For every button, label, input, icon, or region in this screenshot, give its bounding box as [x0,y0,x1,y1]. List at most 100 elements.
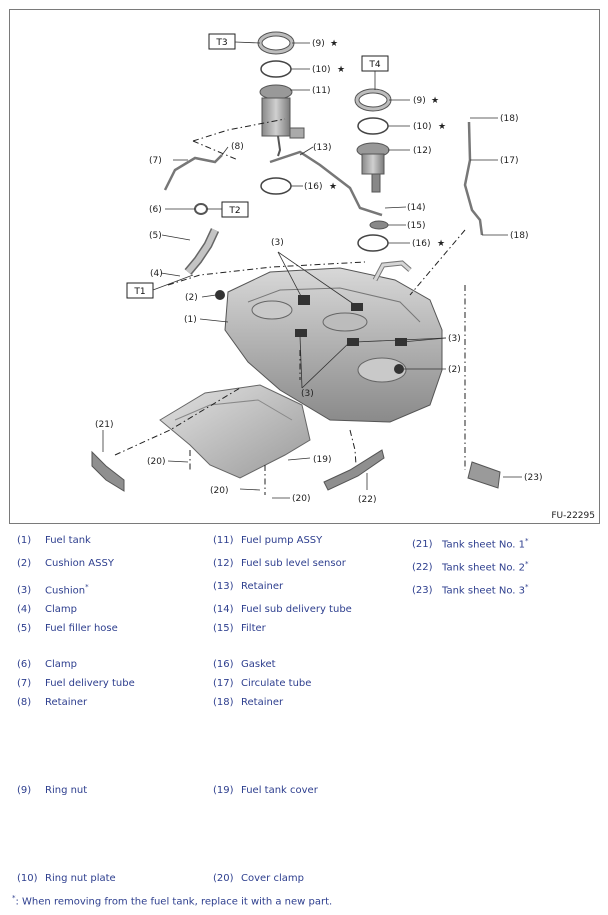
legend-item: (21) Tank sheet No. 1* [412,537,528,550]
callout-20: (20) [292,494,310,504]
legend-number: (20) [213,873,234,884]
legend-item: (6) Clamp [17,659,77,670]
legend-part-name: Fuel tank cover [241,785,318,796]
legend-part-name: Fuel filler hose [45,623,118,634]
legend-item: (12)Fuel sub level sensor [213,558,346,569]
legend-number: (8) [17,697,32,708]
legend-number: (18) [213,697,234,708]
callout-21: (21) [95,420,113,430]
legend-part-name: Clamp [45,659,77,670]
legend-part-name: Tank sheet No. 1 [442,539,525,551]
replace-mark: * [524,560,529,568]
legend-item: (22)Tank sheet No. 2* [412,560,528,573]
fuel-tank-drawing [215,260,443,423]
legend-item: (4)Clamp [17,604,77,615]
star-mark: ★ [438,122,446,132]
callout-9: (9) [312,39,325,49]
legend-item: (9) Ring nut [17,785,87,796]
replace-mark: * [524,537,529,545]
legend-number: (7) [17,678,32,689]
legend-part-name: Retainer [241,697,284,708]
ring-nut-plate-t4 [357,117,389,135]
legend-number: (13) [213,581,234,592]
leader-lines [102,42,522,499]
tank-sheet-2-drawing [323,449,385,491]
clamp-t2-drawing [194,203,208,215]
legend-item: (7)Fuel delivery tube [17,678,135,689]
legend-part-name: Cover clamp [241,873,304,884]
legend-number: (6) [17,659,32,670]
legend-item: (18) Retainer [213,697,283,708]
callout-19: (19) [313,455,331,465]
callout-1: (1) [184,315,197,325]
fuel-sub-level-sensor-drawing [356,142,390,193]
legend-part-name: Fuel pump ASSY [241,535,323,546]
svg-text:T1: T1 [133,287,145,297]
callout-3: (3) [448,334,461,344]
legend-number: (9) [17,785,32,796]
tbox-t1: T1 [126,282,154,299]
callout-7: (7) [149,156,162,166]
callout-17: (17) [500,156,518,166]
legend-part-name: Gasket [241,659,276,670]
legend-part-name: Tank sheet No. 3 [442,585,525,597]
star-mark: ★ [437,239,445,249]
callout-10: (10) [413,122,431,132]
callout-20: (20) [210,486,228,496]
callout-2: (2) [448,365,461,375]
legend-number: (21) [412,539,433,551]
callout-9: (9) [413,96,426,106]
legend-part-name: Filter [241,623,266,634]
callout-23: (23) [524,473,542,483]
fuel-delivery-tube-drawing [163,154,223,191]
callout-12: (12) [413,146,431,156]
star-mark: ★ [337,65,345,75]
legend-item: (23)Tank sheet No. 3* [412,583,528,596]
svg-text:T4: T4 [368,60,380,70]
legend-part-name: Retainer [45,697,88,708]
tbox-t3: T3 [208,33,236,50]
legend-number: (3) [17,585,32,597]
legend-item: (2)Cushion ASSY [17,558,114,569]
callout-3: (3) [301,389,314,399]
callout-20: (20) [147,457,165,467]
legend-number: (22) [412,562,433,574]
legend-number: (14) [213,604,234,615]
legend-number: (4) [17,604,32,615]
legend-item: (5) Fuel filler hose [17,623,118,634]
legend-number: (19) [213,785,234,796]
legend-item: (17)Circulate tube [213,678,311,689]
callout-11: (11) [312,86,330,96]
callout-4: (4) [150,269,163,279]
legend-item: (11)Fuel pump ASSY [213,535,322,546]
callout-labels: (9) ★ (10) ★ (11) (13) (16) ★ (9) ★ (10)… [95,39,542,505]
replace-mark: * [524,583,529,591]
legend-part-name: Fuel sub delivery tube [241,604,352,615]
fuel-tank-cover-drawing [159,384,311,479]
ring-nut-t3 [257,31,295,55]
legend-number: (15) [213,623,234,634]
tank-sheet-3-drawing [467,461,501,489]
fuel-sub-delivery-tube-drawing [269,150,383,217]
star-mark: ★ [330,39,338,49]
legend-part-name: Fuel sub level sensor [241,558,346,569]
callout-13: (13) [313,143,331,153]
svg-text:T3: T3 [215,38,227,48]
legend-number: (5) [17,623,32,634]
callout-16: (16) [304,182,322,192]
ring-nut-plate-t3 [260,60,292,78]
callout-15: (15) [407,221,425,231]
replace-mark: * [85,583,89,591]
exploded-view-drawing: T3 T4 T2 T1 [91,31,542,505]
tank-sheet-1-drawing [91,450,125,492]
footnote-text: : When removing from the fuel tank, repl… [15,896,333,908]
legend-item: (20) Cover clamp [213,873,304,884]
ring-nut-t4 [354,88,392,112]
legend-number: (17) [213,678,234,689]
diagram-figure: T3 T4 T2 T1 [9,9,600,524]
gasket-t4 [357,234,389,252]
legend-part-name: Ring nut [45,785,88,796]
svg-text:T2: T2 [228,206,240,216]
legend-number: (16) [213,659,234,670]
legend-item: (16) Gasket [213,659,276,670]
